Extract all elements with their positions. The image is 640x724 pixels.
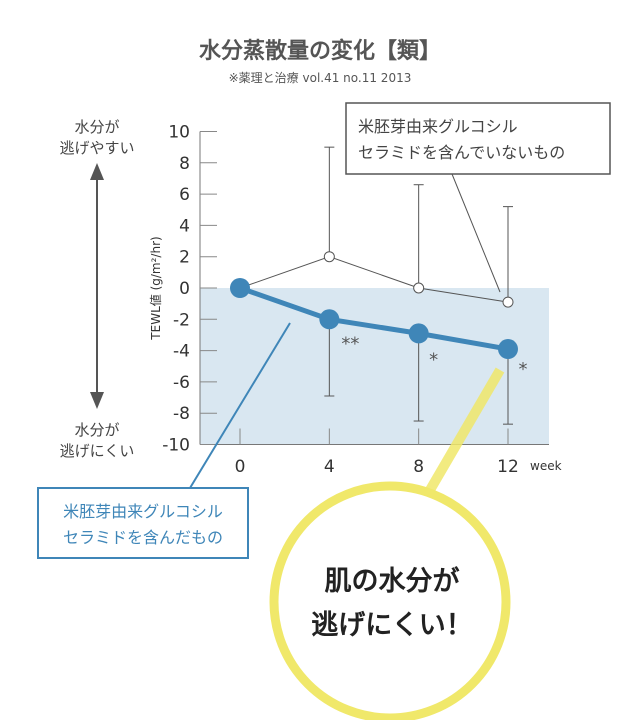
data-point-control bbox=[413, 282, 425, 294]
x-tick-label: 0 bbox=[235, 457, 246, 477]
arrow-up-icon bbox=[90, 163, 104, 180]
up-label-line2: 逃げやすい bbox=[59, 139, 134, 157]
down-label-line1: 水分が bbox=[74, 421, 119, 439]
treatment-label-line2: セラミドを含んだもの bbox=[63, 528, 223, 547]
x-axis-label: week bbox=[530, 459, 562, 473]
series-line-treatment bbox=[239, 285, 509, 352]
y-tick-label: -4 bbox=[173, 342, 190, 362]
y-tick-label: 8 bbox=[179, 154, 190, 174]
x-tick-label: 8 bbox=[413, 457, 424, 477]
chart-title: 水分蒸散量の変化【類】 bbox=[199, 38, 441, 64]
treatment-leader-line bbox=[189, 322, 291, 489]
callout-line2: 逃げにくい！ bbox=[311, 610, 472, 641]
significance-mark: ** bbox=[341, 333, 359, 354]
x-tick-label: 4 bbox=[324, 457, 335, 477]
down-label-line2: 逃げにくい bbox=[60, 442, 135, 460]
arrow-down-icon bbox=[90, 392, 104, 409]
control-label-line2: セラミドを含んでいないもの bbox=[358, 143, 565, 162]
control-label-line1: 米胚芽由来グルコシル bbox=[358, 117, 518, 136]
y-tick-label: -10 bbox=[162, 436, 190, 456]
treatment-label-box bbox=[37, 487, 249, 559]
control-label-box bbox=[345, 102, 611, 175]
significance-mark: * bbox=[429, 349, 438, 370]
y-tick-label: 4 bbox=[179, 216, 190, 236]
data-point-treatment bbox=[408, 323, 429, 344]
chart-subtitle: ※薬理と治療 vol.41 no.11 2013 bbox=[229, 71, 412, 85]
significance-mark: * bbox=[519, 359, 528, 380]
x-tick-label: 12 bbox=[497, 457, 519, 477]
data-point-control bbox=[323, 251, 335, 263]
up-label-line1: 水分が bbox=[74, 118, 119, 136]
series-line-control bbox=[239, 256, 509, 303]
y-tick-label: 10 bbox=[168, 123, 190, 143]
y-tick-label: 2 bbox=[179, 248, 190, 268]
data-point-control bbox=[502, 296, 514, 308]
shaded-region bbox=[200, 288, 549, 445]
y-tick-label: -6 bbox=[173, 373, 190, 393]
y-tick-label: -8 bbox=[173, 404, 190, 424]
data-point-treatment bbox=[230, 278, 250, 298]
y-tick-label: 6 bbox=[179, 185, 190, 205]
callout-circle bbox=[269, 481, 511, 723]
callout-pointer bbox=[425, 367, 505, 493]
data-point-treatment bbox=[319, 309, 340, 330]
callout-line1: 肌の水分が bbox=[325, 565, 460, 597]
y-tick-label: 0 bbox=[179, 279, 190, 299]
control-leader-line bbox=[451, 173, 501, 293]
data-point-treatment bbox=[498, 339, 518, 360]
treatment-label-line1: 米胚芽由来グルコシル bbox=[63, 502, 223, 521]
y-axis-label: TEWL値 (g/m²/hr) bbox=[148, 236, 163, 340]
y-tick-label: -2 bbox=[173, 310, 190, 330]
